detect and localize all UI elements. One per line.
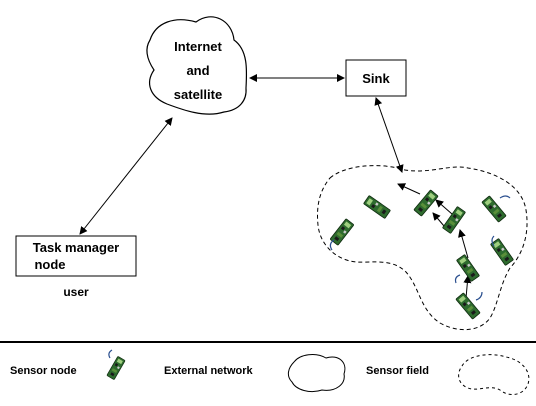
- antenna-icon: [499, 195, 511, 199]
- sensor-node: [441, 205, 467, 235]
- cloud-taskmanager-link: [79, 117, 173, 235]
- hop-arrow-5: [432, 212, 445, 227]
- legend-sensor-field-label: Sensor field: [366, 365, 429, 377]
- hop-arrow-3: [435, 199, 453, 215]
- sensor-node: [481, 195, 507, 223]
- sink-field-link: [374, 97, 404, 173]
- sensor-node-icon: [106, 355, 126, 381]
- hop-arrow-4: [397, 183, 421, 195]
- internet-satellite-cloud: [146, 16, 248, 115]
- sensor-node: [489, 237, 515, 267]
- antenna-icon: [491, 235, 495, 247]
- sensor-node: [329, 218, 355, 246]
- antenna-icon: [454, 274, 461, 284]
- antenna-icon: [475, 291, 483, 301]
- legend-external-network-label: External network: [164, 365, 254, 377]
- external-network-icon: [287, 354, 346, 393]
- user-label: user: [63, 285, 89, 299]
- sensor-node: [362, 194, 392, 220]
- hop-arrow-2: [458, 229, 469, 259]
- hop-arrow-1: [463, 275, 472, 299]
- cloud-label-line-2: and: [186, 63, 209, 78]
- sensor-field: [317, 165, 528, 331]
- sink-label: Sink: [362, 71, 390, 86]
- task-manager-node-box: [15, 235, 137, 277]
- antenna-icon: [329, 239, 335, 251]
- sensor-node: [413, 189, 439, 217]
- cloud-label-line-1: Internet: [174, 39, 222, 54]
- task-manager-label-line-2: node: [34, 257, 65, 272]
- cloud-label-line-3: satellite: [174, 87, 222, 102]
- legend-sensor-node-label: Sensor node: [10, 365, 77, 377]
- sensor-node: [455, 292, 481, 320]
- task-manager-label-line-1: Task manager: [33, 240, 119, 255]
- antenna-icon: [108, 349, 113, 359]
- sensor-nodes: [329, 189, 515, 320]
- sink-box: [345, 59, 407, 97]
- multi-hop-route: [397, 183, 472, 299]
- sensor-field-icon: [458, 354, 530, 396]
